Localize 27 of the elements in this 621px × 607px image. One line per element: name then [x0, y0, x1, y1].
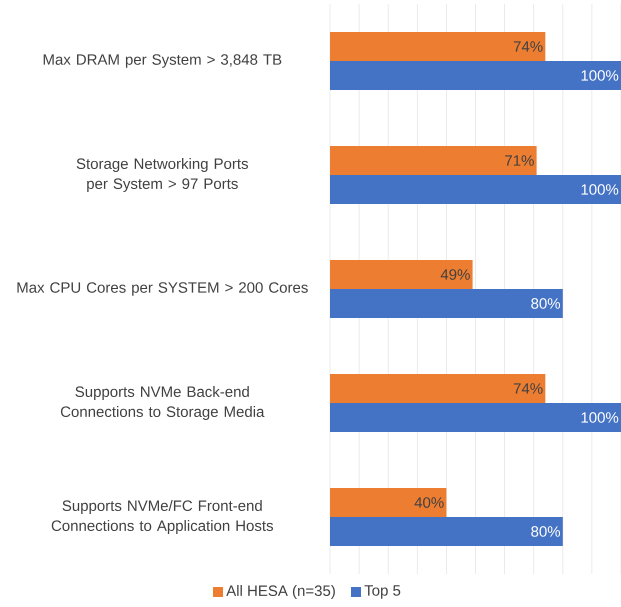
bar [330, 288, 563, 318]
data-label: 71% [505, 155, 534, 166]
y-tick-label: Supports NVMe Back-end Connections to Storage Media [60, 386, 264, 420]
bar [330, 374, 546, 403]
y-tick-label: Supports NVMe/FC Front-end Connections to Application Hosts [52, 500, 274, 534]
data-label: 100% [582, 70, 618, 81]
bar [330, 488, 446, 517]
data-label: 40% [414, 497, 444, 508]
bar [330, 402, 621, 432]
legend-label: Top 5 [364, 585, 400, 599]
bar [330, 516, 563, 546]
bar [330, 175, 621, 204]
y-tick-label: Max CPU Cores per SYSTEM > 200 Cores [17, 282, 308, 296]
y-tick-label: Max DRAM per System > 3,848 TB [44, 54, 282, 68]
data-label: 80% [531, 298, 560, 309]
legend-label: All HESA (n=35) [226, 585, 335, 599]
data-label: 74% [514, 383, 543, 394]
bar [330, 32, 546, 61]
data-label: 100% [582, 412, 618, 423]
bar [330, 60, 621, 90]
bar [330, 260, 473, 289]
data-label: 80% [531, 526, 560, 537]
data-label: 100% [582, 184, 618, 195]
data-label: 74% [514, 41, 543, 52]
y-tick-label: Storage Networking Ports per System > 97 Ports [76, 158, 248, 192]
data-label: 49% [440, 269, 470, 280]
bar [330, 146, 537, 175]
